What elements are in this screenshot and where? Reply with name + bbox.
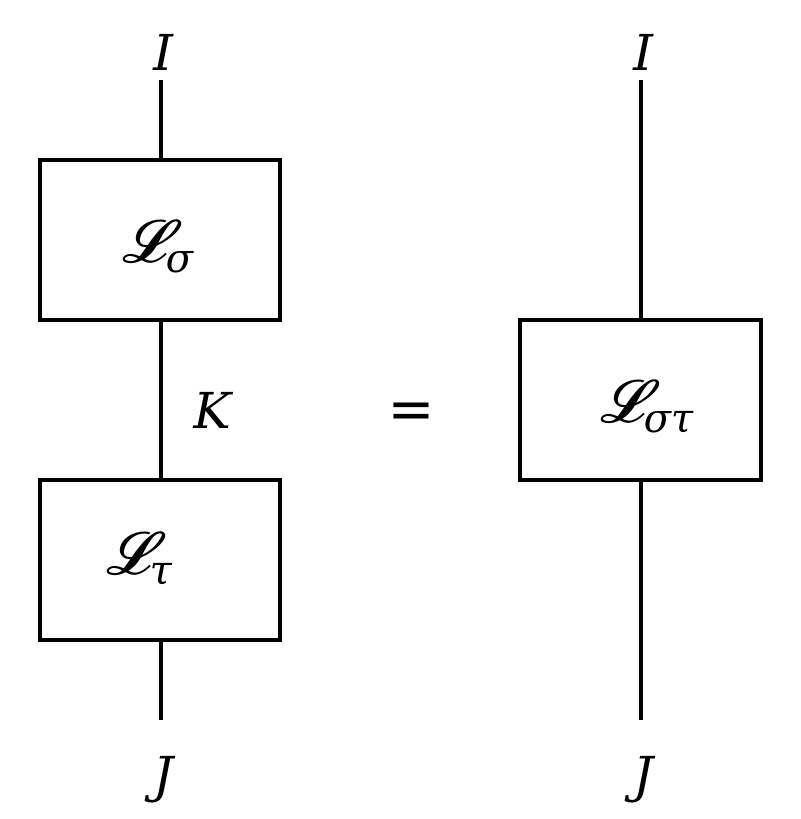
left-middle-wire-label: K (192, 382, 233, 440)
right-box (518, 318, 763, 482)
left-top-box-subscript: σ (166, 236, 195, 282)
right-box-subscript: στ (644, 396, 694, 442)
right-top-wire-label: I (632, 24, 654, 82)
right-diagram: I J 𝓛στ (518, 24, 763, 804)
left-bottom-box-label: 𝓛τ (106, 519, 173, 594)
left-bottom-box (38, 478, 282, 642)
left-diagram: I K J 𝓛σ 𝓛τ (38, 24, 282, 804)
equals-sign: = (388, 377, 435, 442)
left-top-wire-label: I (152, 24, 174, 82)
left-bottom-wire-label: J (144, 746, 176, 804)
left-top-box (38, 158, 282, 322)
left-bottom-box-subscript: τ (150, 548, 173, 594)
right-bottom-wire-label: J (624, 746, 656, 804)
